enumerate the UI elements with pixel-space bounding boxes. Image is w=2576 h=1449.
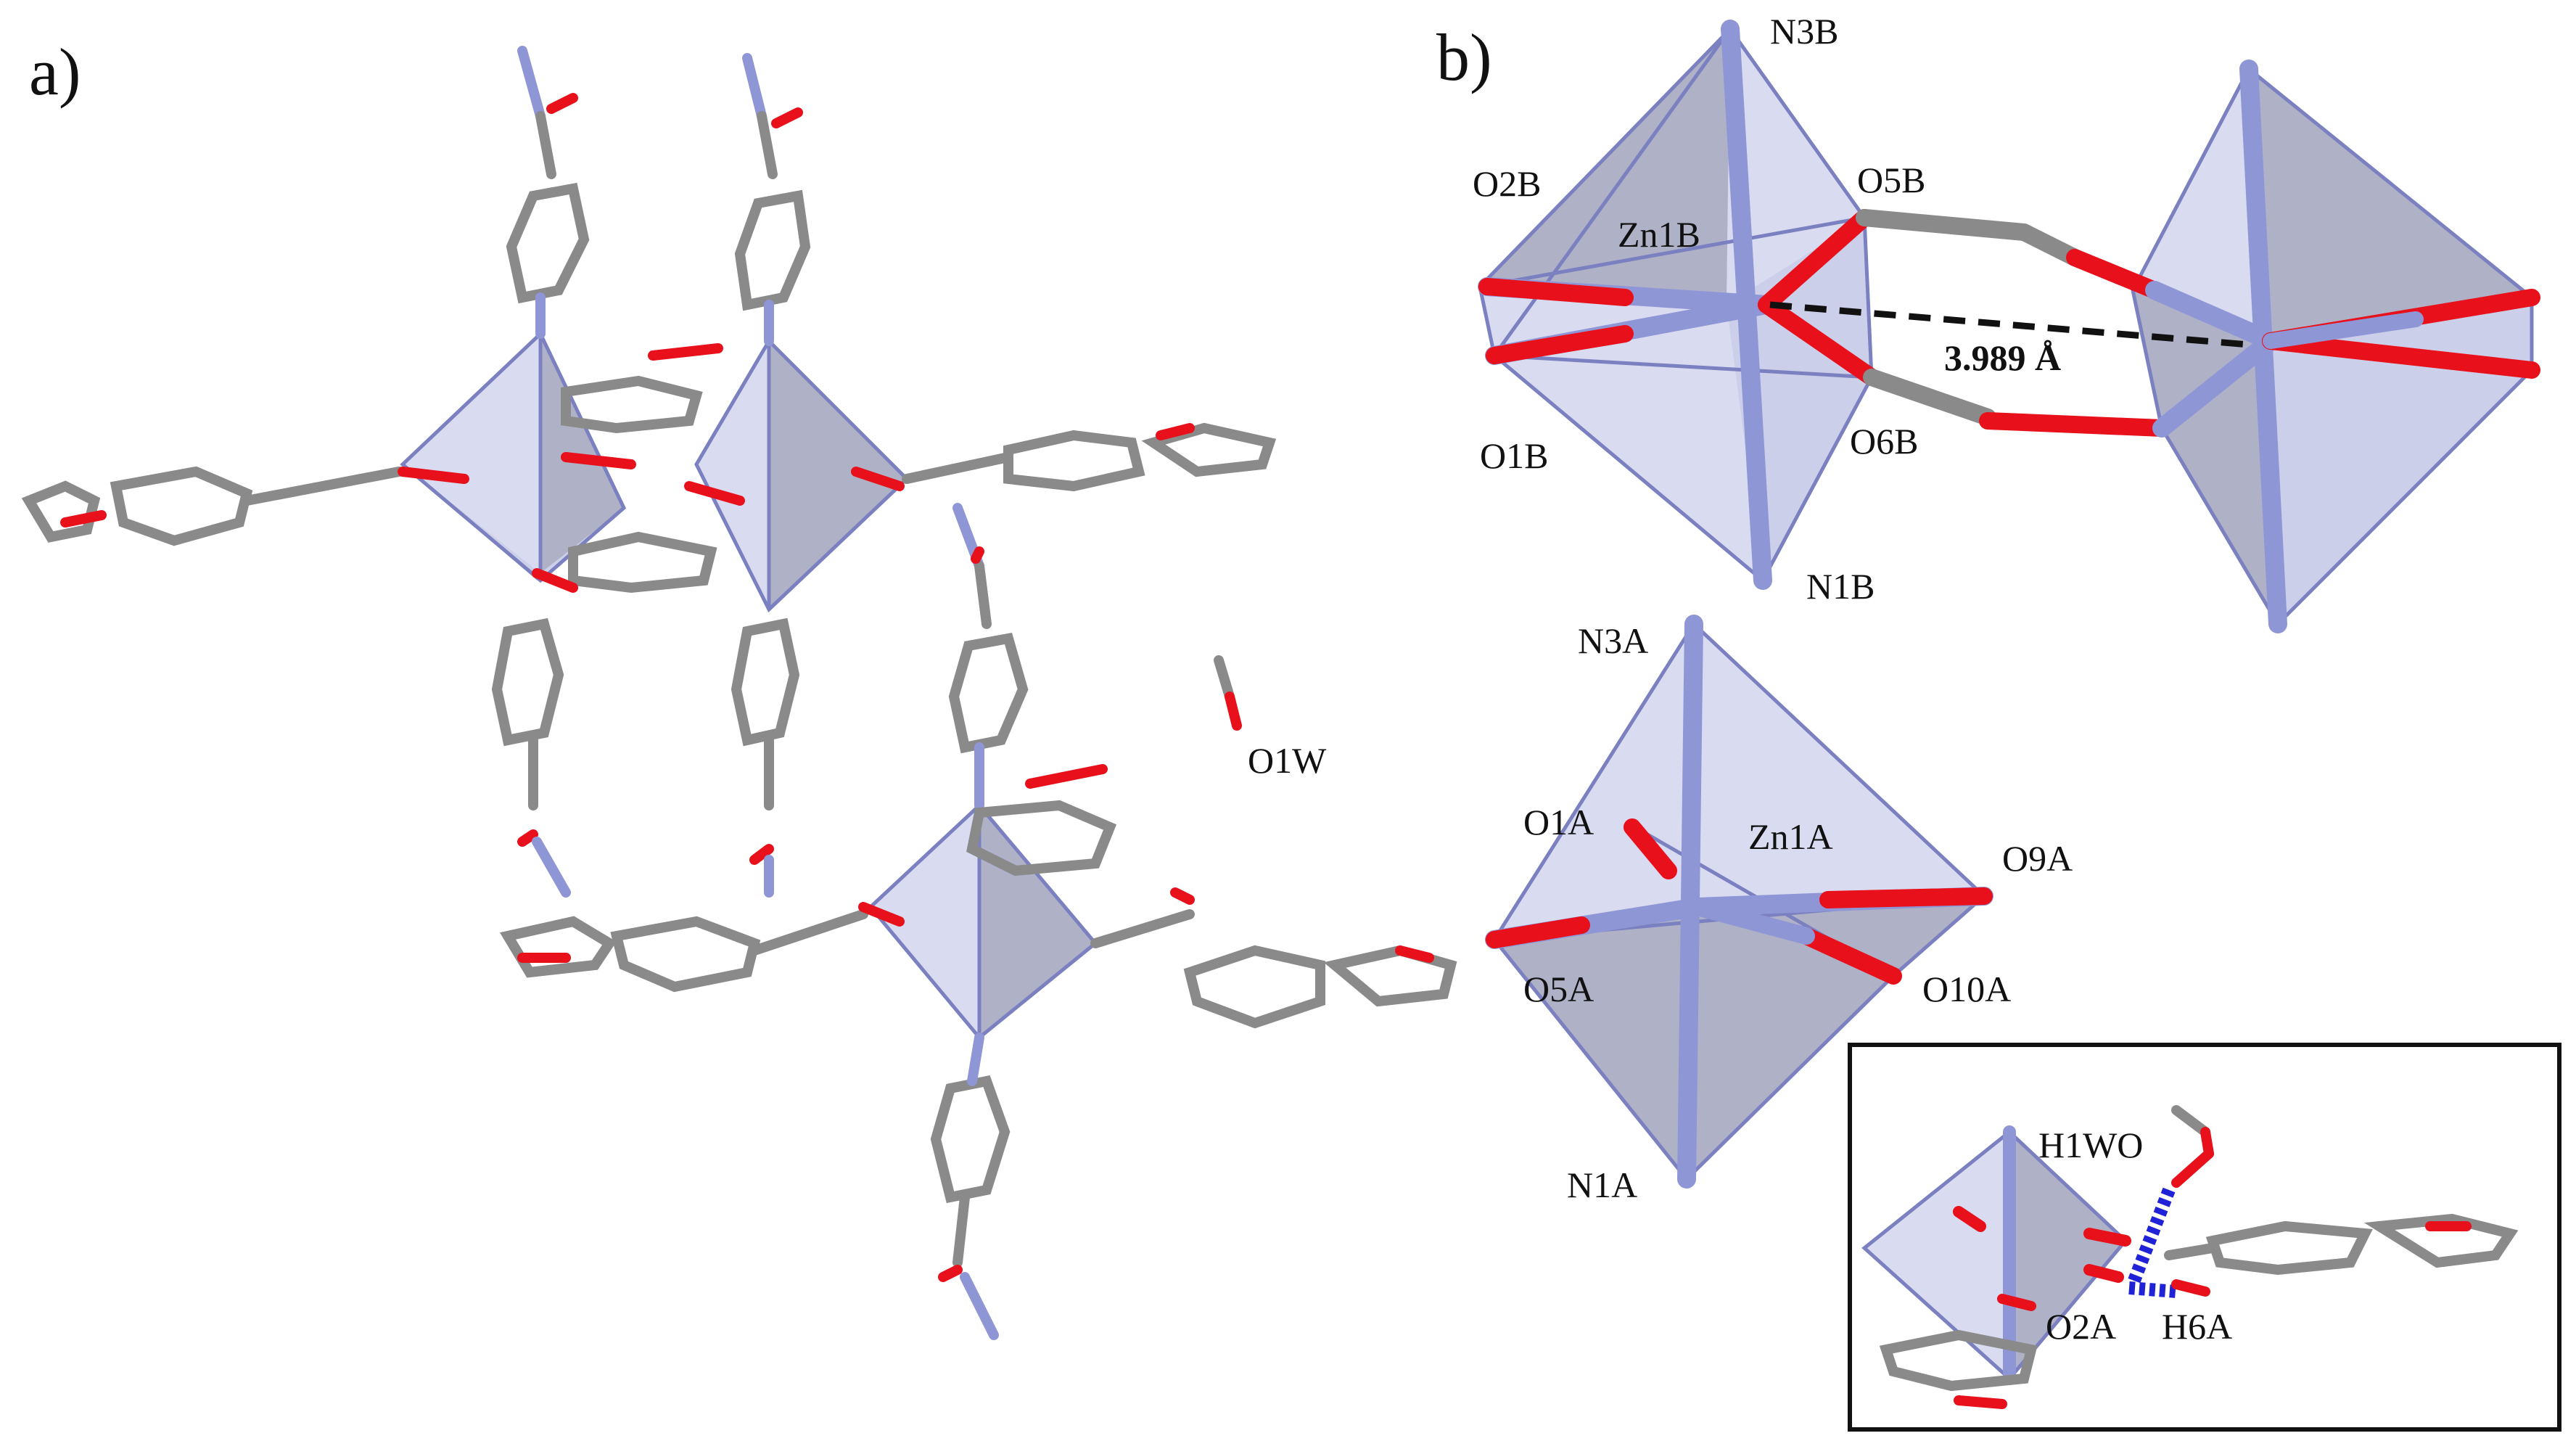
zn-octahedron-b-right [2131, 67, 2534, 628]
label-o10a: O10A [1922, 969, 2011, 1009]
ligand-chains-lower [500, 503, 1457, 1340]
benzodioxole-arms-upper [21, 343, 1277, 594]
label-n1b: N1B [1806, 566, 1875, 607]
label-o9a: O9A [2002, 838, 2073, 879]
hbond-water [2126, 1187, 2176, 1287]
label-o5a: O5A [1523, 969, 1594, 1009]
label-n3b: N3B [1770, 11, 1838, 52]
label-zn1b: Zn1B [1618, 214, 1700, 255]
label-o6b: O6B [1850, 421, 1918, 461]
panel-a-label: a) [29, 35, 81, 109]
zn-octahedron-zn1a [1485, 615, 1993, 1189]
hbond-intra [2128, 1281, 2177, 1298]
ligand-chains-upper [491, 46, 811, 898]
label-o1b: O1B [1480, 435, 1548, 476]
label-h1wo: H1WO [2038, 1125, 2143, 1165]
dimer-bonds [1478, 20, 2540, 633]
zn-zn-distance-label: 3.989 Å [1944, 337, 2061, 378]
water-molecule [1214, 655, 1242, 731]
water-label: O1W [1248, 740, 1327, 781]
label-o2a: O2A [2046, 1306, 2116, 1347]
label-n3a: N3A [1578, 620, 1648, 661]
zn-octahedron-a2 [694, 340, 910, 613]
hbond-inset [1848, 1043, 2561, 1432]
label-zn1a: Zn1A [1748, 816, 1833, 857]
panel-b-label: b) [1436, 20, 1492, 94]
label-n1a: N1A [1567, 1165, 1637, 1205]
label-o5b: O5B [1857, 160, 1925, 200]
label-o2b: O2B [1473, 163, 1541, 204]
zn-zn-distance-line [1769, 301, 2250, 348]
label-o1a: O1A [1523, 802, 1594, 842]
label-h6a: H6A [2162, 1306, 2232, 1347]
